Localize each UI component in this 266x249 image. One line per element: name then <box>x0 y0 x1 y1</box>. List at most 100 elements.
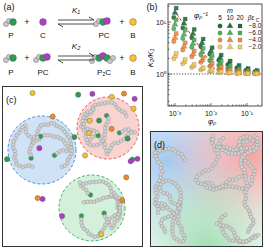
axis-title: φₚ <box>208 118 216 126</box>
data-point <box>174 32 178 36</box>
polymer-backbone <box>80 181 121 217</box>
data-point <box>190 62 196 67</box>
x-tick <box>257 104 258 106</box>
data-point <box>237 71 241 75</box>
data-point <box>174 51 178 55</box>
rate-constant: K₂ <box>72 43 80 51</box>
y-tick <box>168 27 170 28</box>
polymer-backbone <box>29 135 72 167</box>
panel-label: (b) <box>147 3 158 12</box>
monomer-bead <box>168 194 172 198</box>
legend-header: 20 <box>236 15 243 22</box>
slope-annotation: φₚ⁻¹ <box>194 12 208 20</box>
data-point <box>235 70 241 75</box>
free-bead <box>83 153 88 158</box>
x-tick <box>203 104 204 106</box>
slope-line <box>177 14 215 69</box>
bead <box>130 55 137 62</box>
x-tick <box>241 104 242 106</box>
data-point <box>210 68 214 72</box>
legend-marker <box>218 45 223 50</box>
x-tick <box>169 104 170 106</box>
bead <box>130 19 137 26</box>
y-tick <box>168 30 170 31</box>
y-tick <box>168 79 170 80</box>
x-tick <box>247 103 248 106</box>
monomer-bead <box>107 117 111 121</box>
monomer-bead <box>253 134 257 138</box>
data-point <box>192 62 196 66</box>
monomer-bead <box>88 138 92 142</box>
y-tick <box>168 94 170 95</box>
data-point <box>244 70 250 75</box>
free-bead <box>131 106 136 111</box>
x-tick <box>192 104 193 106</box>
data-point <box>174 6 178 10</box>
y-tick <box>168 33 170 34</box>
data-point <box>181 58 187 63</box>
x-tick <box>173 104 174 106</box>
free-bead <box>40 196 45 201</box>
tick-label: 10⁻¹ <box>241 110 253 117</box>
monomer-bead <box>167 147 171 151</box>
data-point <box>190 45 195 50</box>
data-point <box>228 59 232 63</box>
legend-label: −6.0 <box>249 30 262 37</box>
monomer-bead <box>245 146 249 150</box>
chart <box>168 4 262 106</box>
plus-sign: + <box>119 18 124 27</box>
free-bead <box>125 136 130 141</box>
equilibrium-arrow <box>58 53 94 63</box>
equilibrium-arrow <box>58 17 94 27</box>
data-point <box>217 60 223 65</box>
polymer-backbone <box>155 149 185 209</box>
polymer-backbone <box>83 109 109 145</box>
legend-marker <box>238 31 242 35</box>
monomer-bead <box>161 207 165 211</box>
gradient-field <box>151 132 263 247</box>
free-bead <box>35 196 40 201</box>
data-point <box>201 66 205 70</box>
gradient-field <box>151 132 263 247</box>
y-tick <box>168 22 171 23</box>
legend-marker <box>227 43 233 48</box>
plot-frame <box>168 4 262 106</box>
monomer-bead <box>13 149 17 153</box>
polymer-backbone <box>160 180 181 232</box>
panel-box: (d) <box>150 131 263 247</box>
species-label: PC <box>98 32 109 40</box>
monomer-bead <box>116 212 120 216</box>
tick-label: 10¹ <box>156 19 166 26</box>
data-point <box>172 39 177 44</box>
data-point <box>183 17 187 21</box>
plus-sign: + <box>119 54 124 63</box>
data-point <box>201 37 205 41</box>
x-tick <box>221 104 222 106</box>
monomer-bead <box>133 130 137 134</box>
y-tick <box>168 76 170 77</box>
free-bead <box>121 91 126 96</box>
legend-header: 10 <box>226 15 233 22</box>
free-bead <box>128 159 133 164</box>
y-tick <box>168 89 170 90</box>
polymer-backbone <box>196 138 245 188</box>
monomer-bead <box>30 165 34 169</box>
data-point <box>208 61 214 66</box>
bead <box>10 19 17 26</box>
data-point <box>192 27 196 31</box>
polymer-backbone <box>217 215 258 242</box>
data-point <box>192 38 196 42</box>
monomer-bead <box>82 200 86 204</box>
data-point <box>172 27 177 32</box>
legend-marker <box>227 36 233 41</box>
data-point <box>219 65 223 69</box>
monomer-bead <box>221 136 225 140</box>
free-bead <box>76 92 81 97</box>
x-tick <box>232 104 233 106</box>
monomer-bead <box>211 138 215 142</box>
legend-marker <box>238 45 242 49</box>
x-tick <box>228 104 229 106</box>
data-point <box>255 72 259 76</box>
data-point <box>246 71 250 75</box>
